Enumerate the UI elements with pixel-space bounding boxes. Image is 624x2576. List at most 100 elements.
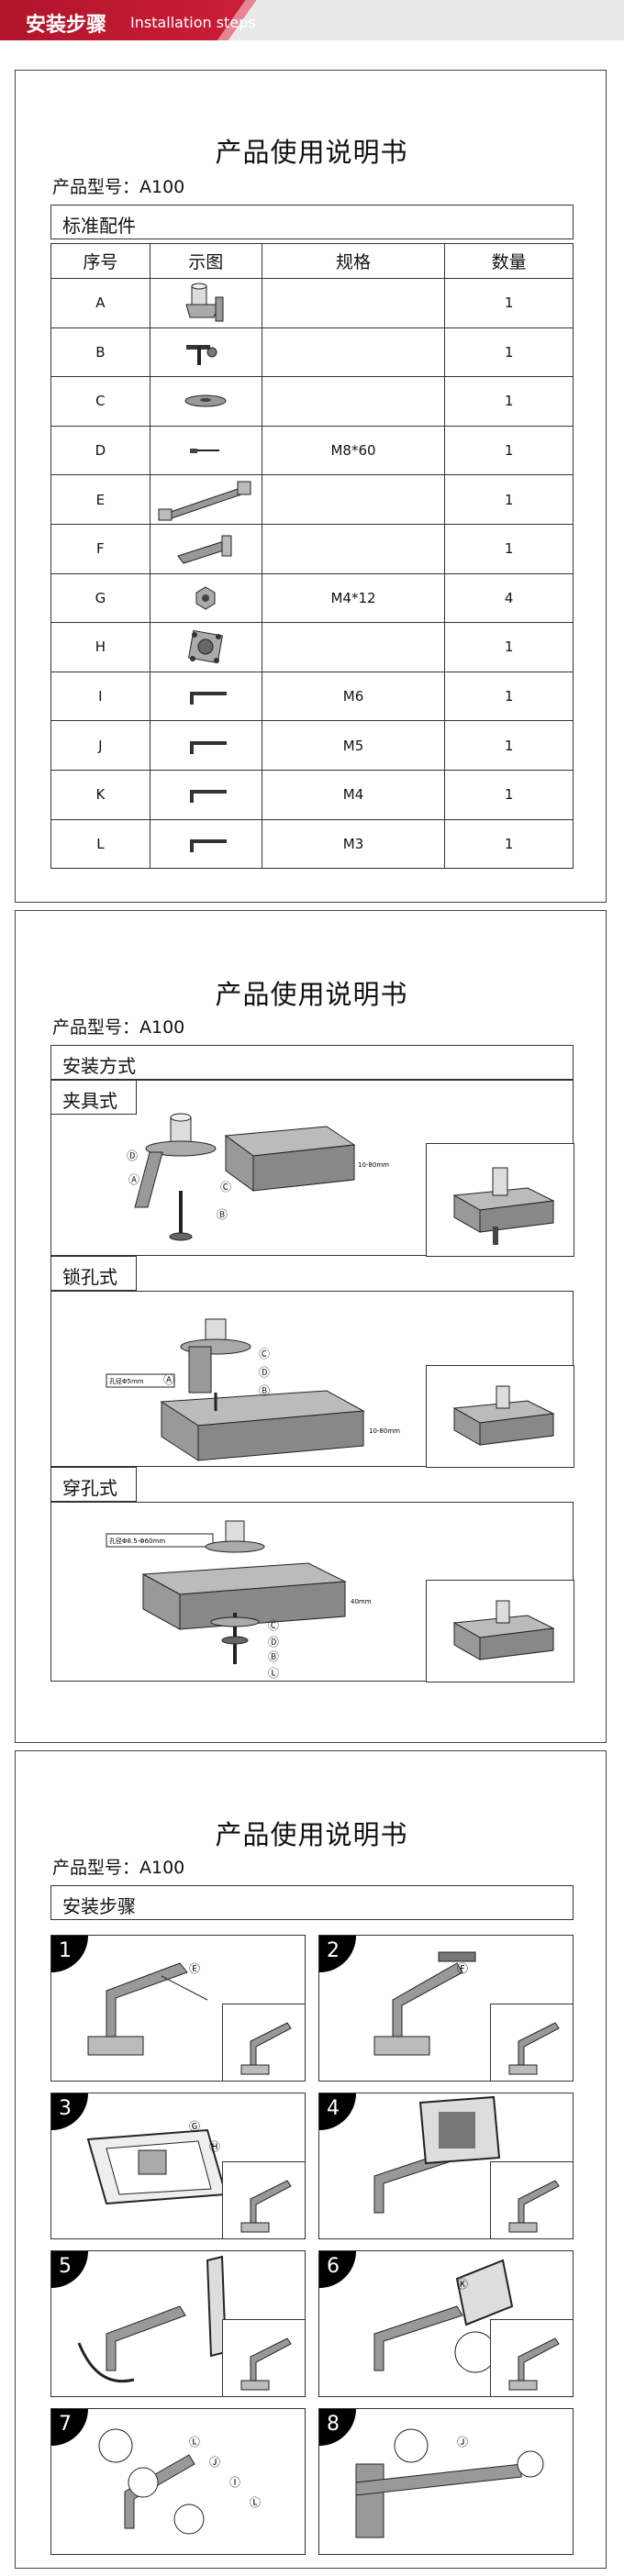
col-header-qty: 数量	[444, 243, 574, 279]
part-diagram	[149, 671, 262, 722]
header-title-cn: 安装步骤	[26, 14, 107, 37]
install-section-heading: 安装方式	[50, 1045, 574, 1080]
part-qty: 1	[444, 622, 574, 672]
part-spec: M4*12	[261, 572, 446, 624]
step-callout: Ⓛ	[189, 2436, 200, 2448]
method-tab-throughhole: 穿孔式	[50, 1467, 137, 1502]
step-diagram-6: Ⓚ	[373, 2259, 514, 2373]
part-spec	[261, 622, 446, 672]
clamp-install-diagram: 10-80mm Ⓐ Ⓒ Ⓓ Ⓑ	[127, 1113, 389, 1241]
callout-c: Ⓒ	[220, 1181, 231, 1194]
step-callout: Ⓙ	[457, 2436, 468, 2448]
callout-b: Ⓑ	[259, 1384, 270, 1397]
step-detail-inset	[222, 2319, 305, 2396]
part-diagram	[149, 474, 262, 525]
step-callout: Ⓔ	[189, 1962, 200, 1975]
callout-b: Ⓑ	[217, 1208, 228, 1221]
part-spec: M5	[261, 720, 446, 771]
part-id: H	[50, 622, 150, 672]
part-diagram	[149, 769, 262, 820]
step-detail-inset	[222, 2161, 305, 2238]
hex-key-icon	[150, 830, 262, 858]
part-id: E	[50, 474, 150, 525]
bolt-icon	[150, 441, 262, 460]
part-spec	[261, 523, 446, 574]
part-id: F	[50, 523, 150, 574]
part-qty: 1	[444, 720, 574, 771]
callout-d: Ⓓ	[268, 1636, 279, 1649]
part-diagram	[149, 818, 262, 870]
part-qty: 1	[444, 327, 574, 378]
step-diagram-3: ⒼⒽ	[86, 2120, 228, 2205]
part-id: K	[50, 769, 150, 820]
part-qty: 4	[444, 572, 574, 624]
part-spec: M6	[261, 671, 446, 722]
part-qty: 1	[444, 523, 574, 574]
header-ribbon: 安装步骤 Installation steps	[0, 0, 624, 40]
part-id: I	[50, 671, 150, 722]
part-diagram	[149, 720, 262, 771]
part-spec: M4	[261, 769, 446, 820]
lockhole-result-inset	[426, 1365, 574, 1468]
step-diagram-8: Ⓙ	[355, 2428, 544, 2538]
method-throughhole-panel: 孔径Φ8.5-Φ60mm 40mm Ⓒ Ⓓ Ⓑ Ⓛ	[50, 1502, 574, 1682]
hex-key-icon	[150, 781, 262, 808]
page-title: 产品使用说明书	[215, 1819, 408, 1850]
parts-table-header: 序号 示图 规格 数量	[50, 243, 574, 279]
part-id: D	[50, 425, 150, 476]
header-title-en: Installation steps	[130, 14, 256, 31]
throughhole-install-diagram: 孔径Φ8.5-Φ60mm 40mm Ⓒ Ⓓ Ⓑ Ⓛ	[106, 1520, 372, 1680]
steps-section-heading: 安装步骤	[50, 1885, 574, 1920]
lockhole-dim-label: 10-80mm	[369, 1427, 400, 1435]
part-qty: 1	[444, 769, 574, 820]
col-header-diagram: 示图	[149, 243, 262, 279]
part-diagram	[149, 523, 262, 574]
callout-a: Ⓐ	[128, 1173, 139, 1186]
manual-page-install-methods: 产品使用说明书 产品型号：A100 安装方式 夹具式 10-80mm Ⓐ Ⓒ Ⓓ…	[15, 910, 607, 1743]
part-id: A	[50, 278, 150, 328]
step-detail-inset	[222, 2004, 305, 2081]
method-clamp-panel: 10-80mm Ⓐ Ⓒ Ⓓ Ⓑ	[50, 1080, 574, 1257]
page-title: 产品使用说明书	[215, 979, 408, 1010]
lockhole-install-diagram: 孔径Φ5mm 10-80mm Ⓐ Ⓒ Ⓓ Ⓑ	[106, 1318, 400, 1461]
step-diagram-4	[373, 2095, 501, 2214]
parts-section-heading: 标准配件	[50, 205, 574, 239]
callout-d: Ⓓ	[127, 1149, 138, 1162]
part-id: L	[50, 818, 150, 870]
part-diagram	[149, 376, 262, 427]
step-detail-inset	[490, 2319, 573, 2396]
part-id: B	[50, 327, 150, 378]
col-header-index: 序号	[50, 243, 150, 279]
part-id: G	[50, 572, 150, 624]
part-spec	[261, 474, 446, 525]
page-title: 产品使用说明书	[215, 137, 408, 168]
part-diagram	[149, 425, 262, 476]
vesa-plate-icon	[150, 624, 262, 670]
callout-c: Ⓒ	[259, 1348, 270, 1360]
step-callout: Ⓖ	[189, 2120, 200, 2133]
model-number: 产品型号：A100	[52, 1017, 185, 1038]
part-id: C	[50, 376, 150, 427]
gas-spring-arm-icon	[150, 478, 262, 522]
step-detail-inset	[490, 2004, 573, 2081]
step-callout: Ⓚ	[457, 2278, 468, 2291]
part-qty: 1	[444, 671, 574, 722]
step-callout: Ⓘ	[229, 2476, 240, 2489]
clamp-dim-label: 10-80mm	[358, 1161, 389, 1169]
col-header-spec: 规格	[261, 243, 446, 279]
small-screw-icon	[150, 582, 262, 615]
